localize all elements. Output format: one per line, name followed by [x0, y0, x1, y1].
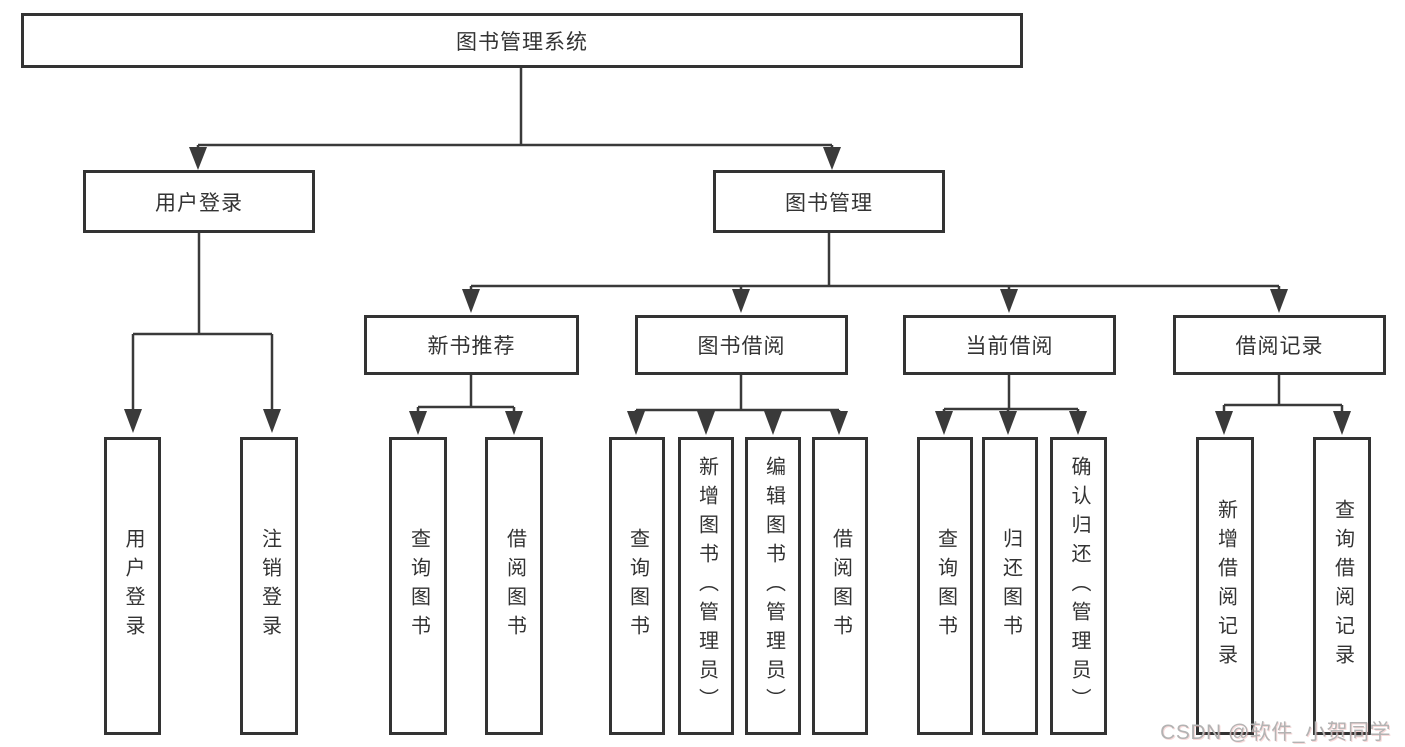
leaf-add-borrow-record: 新增借阅记录: [1196, 437, 1254, 735]
leaf-query-books-borrow: 查询图书: [609, 437, 665, 735]
node-label: 新增借阅记录: [1214, 499, 1237, 673]
node-label: 新增图书（管理员）: [695, 455, 718, 717]
arrowheads: [124, 147, 1351, 435]
leaf-logout: 注销登录: [240, 437, 298, 735]
node-book-borrowing: 图书借阅: [635, 315, 848, 375]
node-borrowing-records: 借阅记录: [1173, 315, 1386, 375]
node-label: 注销登录: [258, 528, 281, 644]
node-label: 图书管理系统: [456, 30, 588, 54]
node-label: 查询图书: [407, 528, 430, 644]
node-label: 查询图书: [934, 528, 957, 644]
leaf-user-login: 用户登录: [104, 437, 161, 735]
node-label: 用户登录: [155, 191, 243, 215]
node-current-borrowing: 当前借阅: [903, 315, 1116, 375]
leaf-query-books-new: 查询图书: [389, 437, 447, 735]
leaf-query-borrow-record: 查询借阅记录: [1313, 437, 1371, 735]
node-label: 编辑图书（管理员）: [762, 455, 785, 717]
node-label: 当前借阅: [965, 335, 1054, 358]
node-label: 用户登录: [122, 528, 144, 644]
node-library-management-system: 图书管理系统: [21, 13, 1023, 68]
leaf-confirm-return-admin: 确认归还（管理员）: [1050, 437, 1107, 735]
node-label: 借阅图书: [829, 528, 852, 644]
leaf-add-book-admin: 新增图书（管理员）: [678, 437, 734, 735]
node-label: 借阅记录: [1235, 335, 1324, 358]
leaf-borrow-books-new: 借阅图书: [485, 437, 543, 735]
node-book-management: 图书管理: [713, 170, 945, 233]
leaf-borrow-books: 借阅图书: [812, 437, 868, 735]
node-label: 确认归还（管理员）: [1068, 455, 1090, 717]
node-label: 借阅图书: [503, 528, 526, 644]
leaf-edit-book-admin: 编辑图书（管理员）: [745, 437, 801, 735]
node-label: 查询图书: [626, 528, 649, 644]
node-label: 查询借阅记录: [1331, 499, 1354, 673]
leaf-query-books-current: 查询图书: [917, 437, 973, 735]
node-new-book-recommendation: 新书推荐: [364, 315, 579, 375]
node-label: 归还图书: [999, 528, 1022, 644]
node-user-login: 用户登录: [83, 170, 315, 233]
node-label: 图书管理: [785, 191, 873, 215]
leaf-return-book: 归还图书: [982, 437, 1038, 735]
node-label: 图书借阅: [697, 335, 786, 358]
csdn-watermark: CSDN @软件_小贺同学: [1160, 721, 1391, 744]
node-label: 新书推荐: [427, 335, 516, 358]
